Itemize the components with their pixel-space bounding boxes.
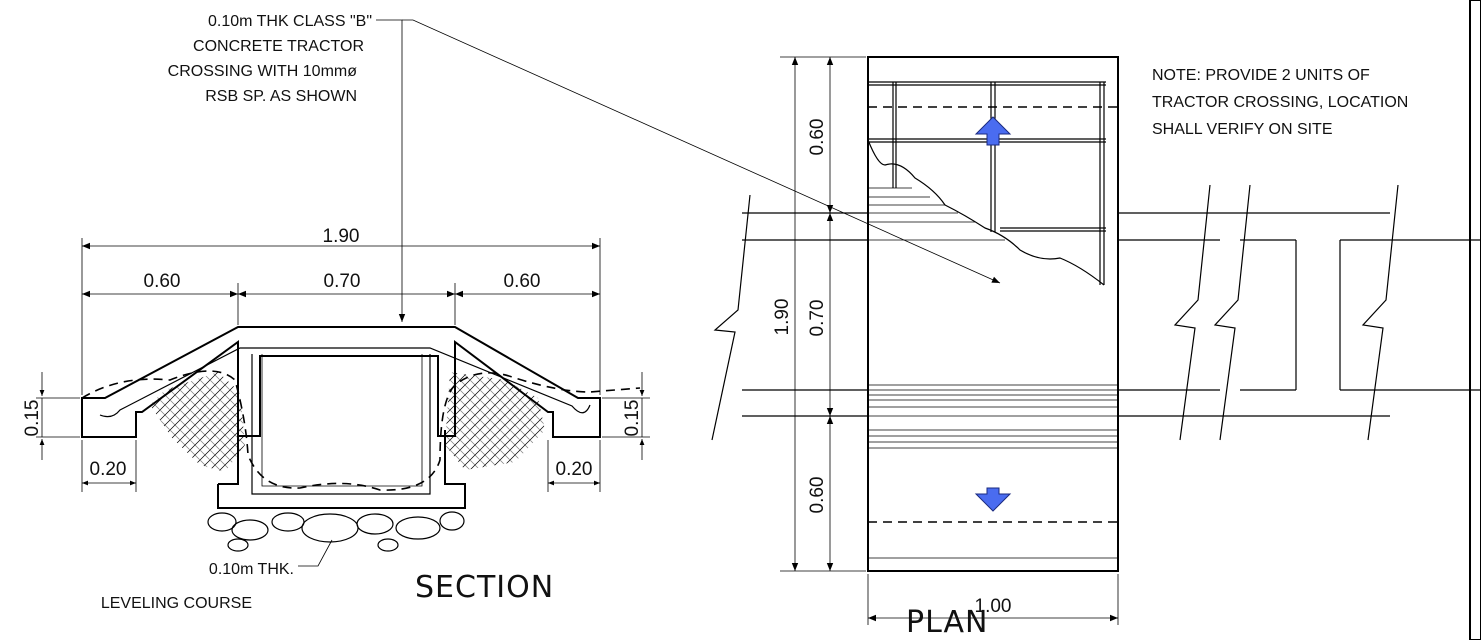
section-rebar-top (99, 347, 591, 418)
plan-title: PLAN (906, 605, 988, 640)
leveling-note-line2: LEVELING COURSE (101, 595, 252, 612)
leveling-note-line1: 0.10m THK. (209, 561, 294, 578)
plan-note-line2: TRACTOR CROSSING, LOCATION (1152, 94, 1408, 111)
section-rebar-box (251, 354, 431, 495)
section-title: SECTION (415, 570, 554, 605)
crossing-note-line4: RSB SP. AS SHOWN (205, 88, 357, 105)
section-dim-partials: 0.60 0.70 0.60 (82, 271, 600, 325)
plan-dim-bottom-label: 0.60 (807, 477, 828, 514)
plan-break-lines (711, 0, 1481, 640)
section-dim-left-height: 0.15 (22, 372, 80, 460)
plan-dim-middle-label: 0.70 (807, 300, 828, 337)
plan-cut-line (867, 139, 1105, 286)
plan-note-line3: SHALL VERIFY ON SITE (1152, 121, 1333, 138)
up-arrow-icon (974, 116, 1012, 146)
leveling-course-stones (207, 511, 465, 552)
soil-hatch-right (445, 372, 545, 470)
crossing-note-line2: CONCRETE TRACTOR (193, 38, 364, 55)
section-dim-left-height-label: 0.15 (22, 400, 43, 437)
soil-hatch-left (150, 372, 245, 472)
section-dim-left-toe: 0.20 (81, 440, 137, 492)
plan-dim-partials: 0.60 0.70 0.60 (807, 57, 866, 571)
section-dim-right-height: 0.15 (602, 372, 650, 460)
section-view: 0.10m THK. LEVELING COURSE SECTION 1.90 … (22, 226, 650, 612)
existing-ground-line (81, 370, 641, 491)
crossing-note-line1: 0.10m THK CLASS "B" (208, 13, 372, 30)
section-dim-overall: 1.90 (81, 226, 601, 395)
section-rebar-box-inner (261, 354, 423, 487)
plan-dim-overall-label: 1.90 (772, 299, 793, 336)
leveling-leader (298, 539, 333, 567)
plan-note-line1: NOTE: PROVIDE 2 UNITS OF (1152, 67, 1370, 84)
plan-dim-top-label: 0.60 (807, 119, 828, 156)
section-dim-overall-label: 1.90 (323, 226, 360, 247)
section-dim-right-height-label: 0.15 (622, 400, 643, 437)
section-base-left (218, 436, 239, 485)
crossing-note-line3: CROSSING WITH 10mmø (168, 63, 358, 80)
section-dim-left-label: 0.60 (144, 271, 181, 292)
section-dim-left-toe-label: 0.20 (90, 459, 127, 480)
plan-canal-lines (742, 212, 1481, 417)
plan-rebar-grid (868, 81, 1106, 285)
plan-slab-outline (867, 56, 1119, 572)
section-dim-middle-label: 0.70 (324, 271, 361, 292)
plan-view: NOTE: PROVIDE 2 UNITS OF TRACTOR CROSSIN… (711, 0, 1481, 640)
leader-to-plan (402, 19, 1001, 284)
plan-dim-width-label: 1.00 (975, 596, 1012, 617)
section-dim-right-toe: 0.20 (547, 440, 601, 492)
crossing-leaders (376, 19, 1001, 322)
section-dim-right-toe-label: 0.20 (556, 459, 593, 480)
plan-step-lines (868, 187, 1118, 559)
section-dim-right-label: 0.60 (504, 271, 541, 292)
section-slab-outline (81, 326, 601, 438)
section-base-right (217, 430, 466, 509)
plan-dim-overall: 1.90 (772, 56, 866, 572)
crossing-note: 0.10m THK CLASS "B" CONCRETE TRACTOR CRO… (168, 13, 372, 105)
down-arrow-icon (974, 487, 1012, 512)
leader-to-section (376, 19, 406, 322)
plan-dim-width: 1.00 (867, 574, 1119, 625)
